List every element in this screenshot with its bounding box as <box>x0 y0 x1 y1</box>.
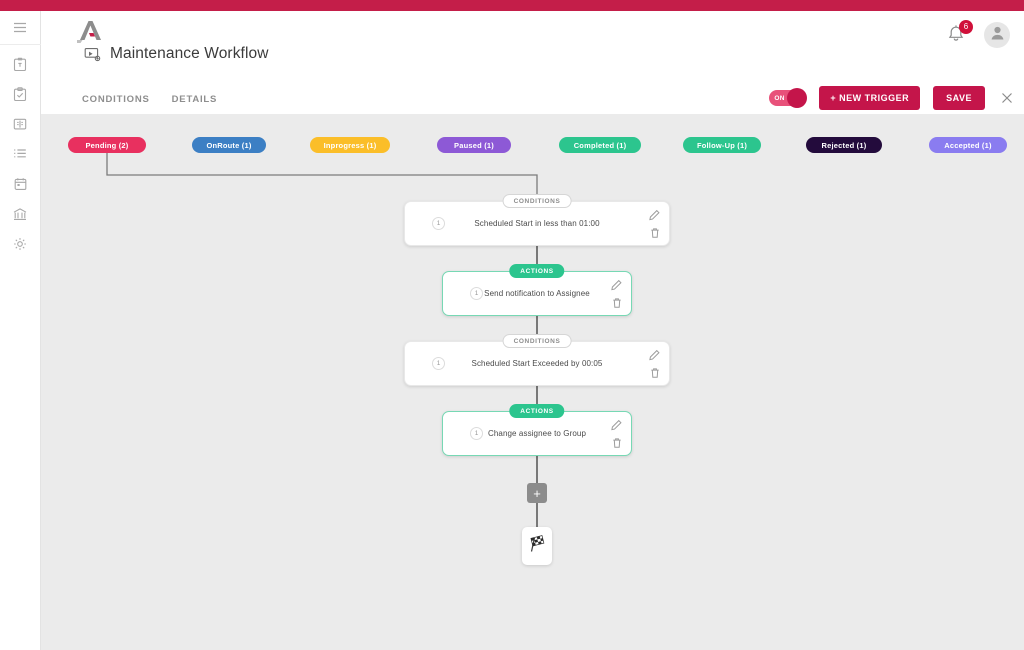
status-chip-inprogress[interactable]: Inprogress (1) <box>310 137 390 153</box>
notification-count-badge: 6 <box>959 20 973 34</box>
node-type-badge: CONDITIONS <box>502 334 572 348</box>
node-index-badge: 1 <box>432 357 445 370</box>
trash-delete-icon[interactable] <box>650 227 660 238</box>
save-button[interactable]: SAVE <box>933 86 985 110</box>
bank-icon <box>13 207 27 221</box>
clipboard-icon <box>13 57 27 72</box>
workflow-canvas[interactable]: Pending (2) OnRoute (1) Inprogress (1) P… <box>41 114 1024 650</box>
sidebar-item-schedule[interactable] <box>0 169 41 199</box>
node-label: Change assignee to Group <box>487 429 587 438</box>
sidebar-item-tasks[interactable] <box>0 79 41 109</box>
sidebar-item-jobs[interactable] <box>0 49 41 79</box>
status-chip-onroute[interactable]: OnRoute (1) <box>192 137 266 153</box>
workflow-enabled-toggle[interactable]: ON <box>769 88 808 108</box>
node-tools <box>649 209 660 238</box>
node-type-badge: ACTIONS <box>509 404 565 418</box>
app-header: 6 Maintenance Workflow <box>41 11 1024 84</box>
workflow-icon <box>84 46 101 63</box>
status-chip-rejected[interactable]: Rejected (1) <box>806 137 882 153</box>
sidebar-item-settings[interactable] <box>0 229 41 259</box>
add-step-button[interactable]: + <box>527 483 547 503</box>
toggle-knob <box>787 88 808 108</box>
toggle-state-label: ON <box>774 94 785 102</box>
node-type-badge: CONDITIONS <box>502 194 572 208</box>
flow-end-node[interactable] <box>522 527 552 565</box>
chip-label: OnRoute (1) <box>206 140 252 150</box>
pencil-edit-icon[interactable] <box>649 349 660 360</box>
hamburger-menu-icon <box>13 22 27 33</box>
pencil-edit-icon[interactable] <box>649 209 660 220</box>
page-title: Maintenance Workflow <box>110 45 269 62</box>
flow-node-condition-1[interactable]: CONDITIONS 1 Scheduled Start in less tha… <box>404 194 670 246</box>
node-label: Scheduled Start Exceeded by 00:05 <box>471 359 603 368</box>
trash-delete-icon[interactable] <box>612 437 622 448</box>
new-trigger-button[interactable]: + NEW TRIGGER <box>819 86 921 110</box>
pencil-edit-icon[interactable] <box>611 419 622 430</box>
plus-icon: + <box>533 485 541 501</box>
close-icon[interactable] <box>998 89 1016 107</box>
list-icon <box>13 148 27 160</box>
status-chip-followup[interactable]: Follow-Up (1) <box>683 137 761 153</box>
node-body: 1 Scheduled Start Exceeded by 00:05 <box>405 342 669 385</box>
status-chip-pending[interactable]: Pending (2) <box>68 137 146 153</box>
chip-label: Completed (1) <box>573 140 627 150</box>
node-tools <box>611 279 622 308</box>
node-body: 1 Change assignee to Group <box>443 412 631 455</box>
flow-node-condition-2[interactable]: CONDITIONS 1 Scheduled Start Exceeded by… <box>404 334 670 386</box>
avatar[interactable] <box>984 22 1010 48</box>
left-nav-rail <box>0 11 41 650</box>
status-chip-paused[interactable]: Paused (1) <box>437 137 511 153</box>
node-tools <box>649 349 660 378</box>
node-index-badge: 1 <box>470 427 483 440</box>
node-label: Scheduled Start in less than 01:00 <box>474 219 600 228</box>
chip-label: Accepted (1) <box>944 140 992 150</box>
status-chip-completed[interactable]: Completed (1) <box>559 137 641 153</box>
page-title-row: Maintenance Workflow <box>84 45 269 63</box>
sidebar-item-library[interactable] <box>0 109 41 139</box>
node-type-badge: ACTIONS <box>509 264 565 278</box>
gear-icon <box>13 237 27 251</box>
sidebar-item-lists[interactable] <box>0 139 41 169</box>
calendar-icon <box>14 177 27 191</box>
checkered-flag-icon <box>527 534 547 559</box>
sidebar-item-menu[interactable] <box>0 11 41 45</box>
node-tools <box>611 419 622 448</box>
user-avatar-icon <box>989 24 1006 46</box>
checklist-icon <box>13 86 27 102</box>
workflow-toolbar: ON + NEW TRIGGER SAVE <box>769 86 1016 110</box>
node-index-badge: 1 <box>432 217 445 230</box>
sidebar-item-organisation[interactable] <box>0 199 41 229</box>
chip-label: Pending (2) <box>85 140 129 150</box>
chip-label: Follow-Up (1) <box>696 140 748 150</box>
book-icon <box>13 117 27 131</box>
chip-label: Rejected (1) <box>821 140 867 150</box>
trash-delete-icon[interactable] <box>612 297 622 308</box>
status-chip-row: Pending (2) OnRoute (1) Inprogress (1) P… <box>41 137 1024 155</box>
pencil-edit-icon[interactable] <box>611 279 622 290</box>
chip-label: Inprogress (1) <box>323 140 377 150</box>
node-body: 1 Send notification to Assignee <box>443 272 631 315</box>
brand-top-bar <box>0 0 1024 11</box>
notifications-button[interactable]: 6 <box>947 20 973 47</box>
status-chip-accepted[interactable]: Accepted (1) <box>929 137 1007 153</box>
company-logo-a[interactable] <box>74 18 108 44</box>
node-label: Send notification to Assignee <box>484 289 590 298</box>
node-body: 1 Scheduled Start in less than 01:00 <box>405 202 669 245</box>
trash-delete-icon[interactable] <box>650 367 660 378</box>
tab-details[interactable]: DETAILS <box>171 93 218 105</box>
chip-label: Paused (1) <box>454 140 494 150</box>
notification-bell-icon <box>947 25 965 47</box>
tab-conditions[interactable]: CONDITIONS <box>82 93 150 105</box>
flow-node-action-2[interactable]: ACTIONS 1 Change assignee to Group <box>442 404 632 456</box>
node-index-badge: 1 <box>470 287 483 300</box>
flow-node-action-1[interactable]: ACTIONS 1 Send notification to Assignee <box>442 264 632 316</box>
